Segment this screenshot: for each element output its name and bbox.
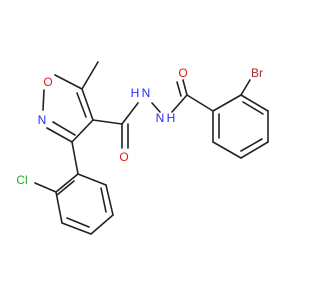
atom-o-ring: O bbox=[43, 75, 52, 89]
ring3-b5d bbox=[100, 187, 107, 213]
ring2-b4d bbox=[240, 138, 263, 152]
molecule-diagram: O N Cl O H N N H O Br bbox=[16, 61, 269, 235]
structure-canvas: O N Cl O H N N H O Br bbox=[16, 61, 269, 235]
atom-h-right: H bbox=[167, 111, 176, 125]
ring3-b2 bbox=[55, 191, 63, 224]
bond-c5-methyl bbox=[81, 61, 99, 90]
atom-o-amide-right: O bbox=[178, 66, 187, 80]
bond-ring-br bbox=[240, 79, 251, 96]
bond-nh-c-right bbox=[171, 94, 188, 113]
ring2-b5 bbox=[212, 141, 242, 159]
ring3-b5 bbox=[105, 184, 114, 216]
ring3-b3 bbox=[61, 222, 92, 235]
atom-n-ring: N bbox=[38, 113, 47, 127]
bond-c3-c4 bbox=[71, 119, 94, 143]
bond-n-n bbox=[151, 102, 161, 113]
ring3-b3d bbox=[66, 217, 90, 228]
bond-c3-ring3 bbox=[71, 141, 79, 175]
bond-c4-c5 bbox=[81, 88, 94, 121]
ring2-b2d bbox=[242, 101, 264, 115]
ring3-b1d bbox=[56, 180, 75, 196]
ring3-b6 bbox=[77, 173, 107, 186]
ring3-b4 bbox=[90, 214, 114, 235]
bond-c-nh-left bbox=[121, 102, 139, 125]
atom-labels: O N Cl O H N N H O Br bbox=[16, 66, 263, 187]
atom-br: Br bbox=[251, 66, 263, 80]
bond-c-ring-right bbox=[186, 94, 214, 112]
ring2-b2 bbox=[240, 94, 269, 112]
bond-n-c3-double bbox=[52, 121, 76, 136]
bonds bbox=[34, 61, 269, 235]
ring3-b1 bbox=[55, 173, 79, 193]
bond-n-c3 bbox=[46, 127, 73, 143]
ring2-b1 bbox=[212, 94, 242, 112]
bond-c-o-right bbox=[182, 79, 188, 96]
bond-o-n bbox=[42, 89, 45, 111]
atom-cl: Cl bbox=[16, 173, 27, 187]
atom-h-left: H bbox=[131, 86, 140, 100]
bond-c4-c5-double bbox=[76, 92, 87, 118]
bond-o-c5 bbox=[54, 74, 83, 90]
atom-o-amide-left: O bbox=[119, 150, 128, 164]
bond-ring-cl bbox=[34, 182, 57, 193]
bond-c-o-right-double bbox=[176, 81, 182, 97]
ring2-b4 bbox=[240, 141, 269, 159]
bond-c4-ccarbonyl bbox=[92, 119, 123, 125]
atom-n-right: N bbox=[156, 111, 165, 125]
atom-n-left: N bbox=[142, 86, 151, 100]
